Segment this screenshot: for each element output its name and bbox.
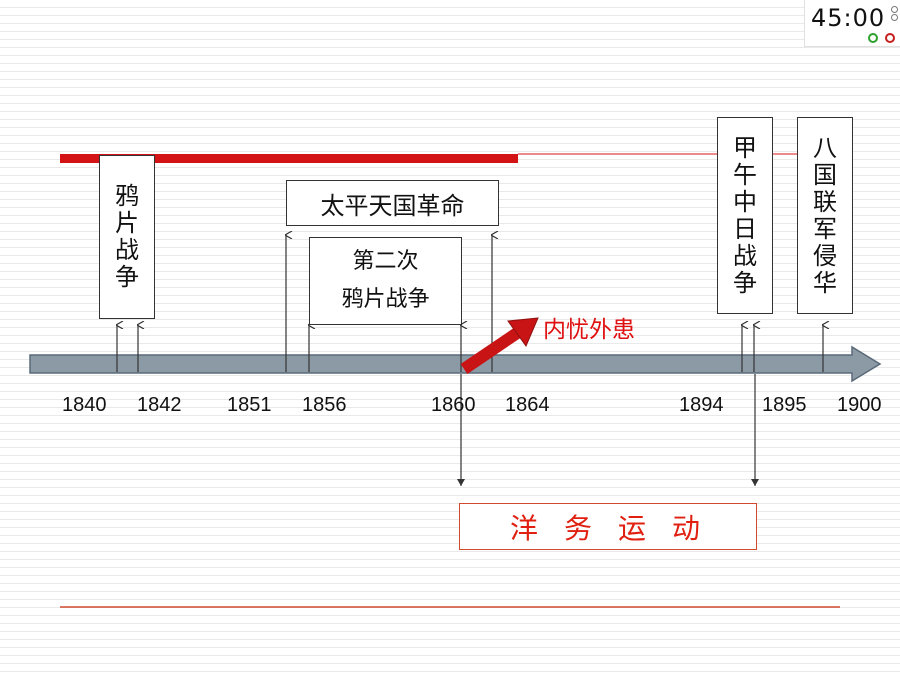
event-char: 国 bbox=[813, 160, 837, 189]
timer-start-button[interactable] bbox=[868, 33, 878, 43]
event-opium-war: 鸦 片 战 争 bbox=[99, 155, 155, 319]
event-char: 战 bbox=[733, 241, 757, 270]
event-char: 联 bbox=[813, 187, 837, 216]
timer-settings-icon[interactable] bbox=[891, 6, 898, 13]
countdown-timer: 45:00 bbox=[804, 0, 900, 47]
event-char: 战 bbox=[115, 236, 139, 264]
red-period-bar bbox=[60, 154, 518, 163]
event-second-opium-war: 第二次 鸦片战争 bbox=[309, 237, 462, 325]
event-char: 军 bbox=[813, 214, 837, 243]
event-sino-japanese-war: 甲 午 中 日 战 争 bbox=[717, 117, 773, 314]
event-char: 鸦 bbox=[115, 182, 139, 210]
event-char: 日 bbox=[733, 214, 757, 243]
red-arrow-icon bbox=[460, 317, 539, 374]
year-label: 1860 bbox=[431, 394, 476, 416]
timer-display: 45:00 bbox=[811, 4, 886, 32]
year-label: 1851 bbox=[227, 394, 272, 416]
timer-stop-button[interactable] bbox=[885, 33, 895, 43]
event-char: 八 bbox=[813, 133, 837, 162]
event-taiping: 太平天国革命 bbox=[286, 180, 499, 226]
year-label: 1900 bbox=[837, 394, 882, 416]
year-label: 1840 bbox=[62, 394, 107, 416]
event-char: 午 bbox=[733, 160, 757, 189]
year-label: 1894 bbox=[679, 394, 724, 416]
year-label: 1864 bbox=[505, 394, 550, 416]
event-yangwu-movement: 洋务运动 bbox=[459, 503, 757, 550]
event-char: 华 bbox=[813, 268, 837, 297]
year-label: 1895 bbox=[762, 394, 807, 416]
event-label: 洋务运动 bbox=[509, 511, 726, 545]
event-char: 片 bbox=[115, 209, 139, 237]
event-char: 中 bbox=[733, 187, 757, 216]
year-label: 1842 bbox=[137, 394, 182, 416]
event-label: 太平天国革命 bbox=[320, 191, 465, 220]
timeline-axis-arrow bbox=[29, 345, 882, 383]
event-eight-nations: 八 国 联 军 侵 华 bbox=[797, 117, 853, 314]
event-char: 争 bbox=[115, 263, 139, 291]
annotation-neiyou-waihuan: 内忧外患 bbox=[543, 317, 635, 343]
event-char: 甲 bbox=[733, 133, 757, 162]
event-char: 争 bbox=[733, 268, 757, 297]
event-line: 鸦片战争 bbox=[341, 287, 430, 312]
timer-menu-icon[interactable] bbox=[891, 14, 898, 21]
event-char: 侵 bbox=[813, 241, 837, 270]
event-line: 第二次 bbox=[352, 249, 419, 274]
year-label: 1856 bbox=[302, 394, 347, 416]
